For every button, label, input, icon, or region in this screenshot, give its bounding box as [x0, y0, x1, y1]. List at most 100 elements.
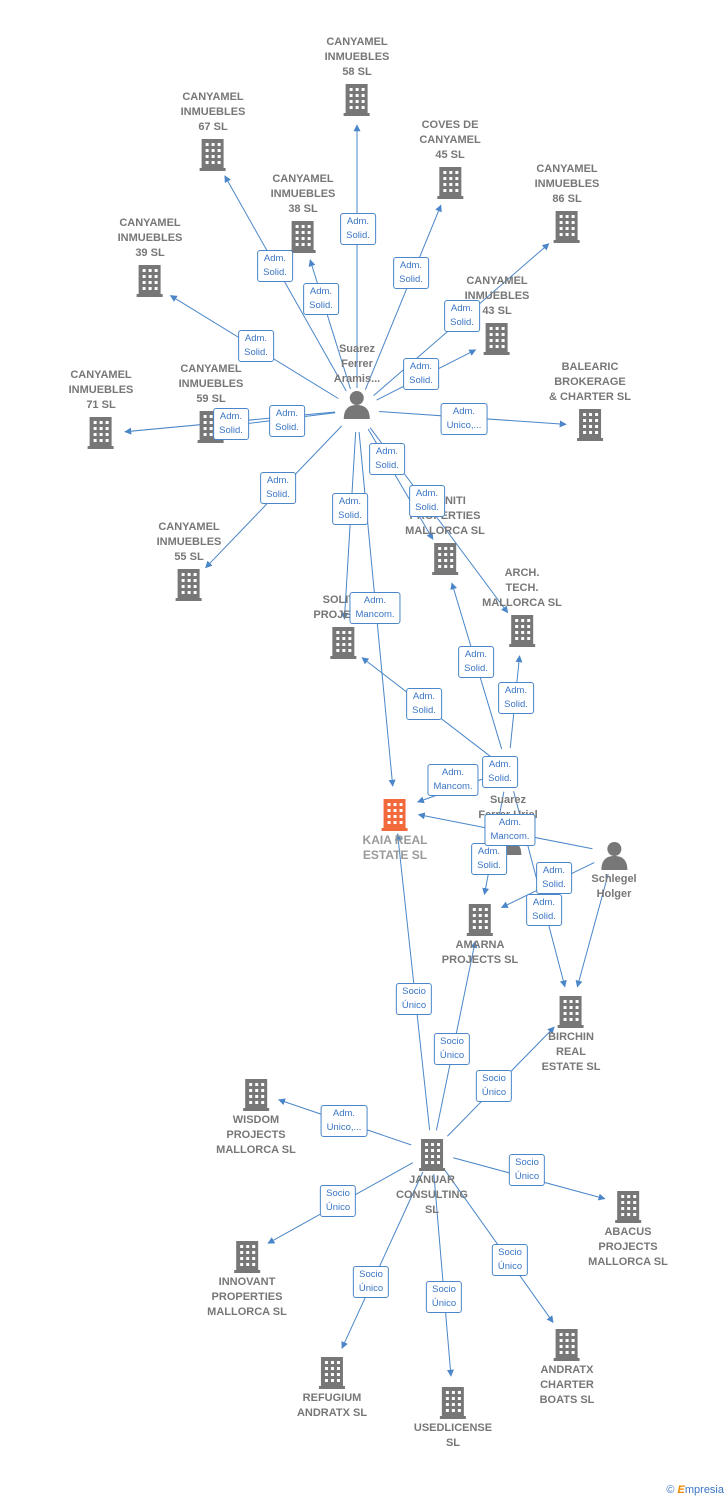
node-innovant[interactable]: INNOVANT PROPERTIES MALLORCA SL	[207, 1237, 287, 1320]
node-andratx[interactable]: ANDRATX CHARTER BOATS SL	[539, 1325, 595, 1408]
edge-label[interactable]: Adm. Solid.	[332, 493, 368, 525]
building-icon	[200, 139, 226, 171]
edge-label[interactable]: Adm. Solid.	[260, 472, 296, 504]
node-suarez_a[interactable]: Suarez Ferrer Aramis...	[334, 342, 380, 421]
node-label: COVES DE CANYAMEL 45 SL	[419, 119, 481, 161]
edge-label[interactable]: Adm. Solid.	[498, 682, 534, 714]
node-amarna[interactable]: AMARNA PROJECTS SL	[442, 900, 518, 968]
edge-label[interactable]: Adm. Solid.	[409, 485, 445, 517]
node-label: CANYAMEL INMUEBLES 55 SL	[156, 521, 222, 563]
building-icon	[467, 904, 493, 936]
edge-label[interactable]: Adm. Solid.	[526, 894, 562, 926]
node-refugium[interactable]: REFUGIUM ANDRATX SL	[297, 1353, 367, 1421]
footer-brand: © Empresia	[666, 1484, 724, 1496]
edge-label[interactable]: Adm. Mancom.	[349, 592, 401, 624]
node-c67[interactable]: CANYAMEL INMUEBLES 67 SL	[180, 90, 246, 173]
edge-label[interactable]: Adm. Solid.	[482, 756, 518, 788]
edge-label[interactable]: Socio Único	[319, 1185, 357, 1217]
node-abacus[interactable]: ABACUS PROJECTS MALLORCA SL	[588, 1187, 668, 1270]
building-icon	[576, 409, 603, 441]
node-kaia[interactable]: KAIA REAL ESTATE SL	[362, 795, 428, 863]
edge-label[interactable]: Adm. Solid.	[536, 862, 572, 894]
node-wisdom[interactable]: WISDOM PROJECTS MALLORCA SL	[216, 1075, 296, 1158]
building-icon	[318, 1357, 345, 1389]
node-label: Schlegel Holger	[591, 873, 637, 900]
building-icon	[233, 1241, 260, 1273]
node-label: JANUAR CONSULTING SL	[396, 1174, 468, 1216]
edge-label[interactable]: Socio Único	[508, 1154, 546, 1186]
edge-label[interactable]: Adm. Unico,...	[320, 1105, 368, 1137]
node-label: REFUGIUM ANDRATX SL	[296, 1392, 368, 1419]
edge-suarez_a-solito	[341, 431, 357, 620]
building-icon	[553, 1329, 580, 1361]
building-icon	[508, 615, 535, 647]
building-icon	[329, 627, 356, 659]
building-icon	[419, 1139, 445, 1171]
node-label: BIRCHIN REAL ESTATE SL	[541, 1031, 601, 1073]
edge-label[interactable]: Adm. Solid.	[444, 300, 480, 332]
edge-label[interactable]: Adm. Solid.	[393, 257, 429, 289]
edge-label[interactable]: Socio Único	[491, 1244, 529, 1276]
edge-label[interactable]: Adm. Solid.	[238, 330, 274, 362]
edge-januar-usedlicense	[433, 1173, 454, 1377]
building-icon	[436, 167, 463, 199]
edge-januar-refugium	[341, 1171, 424, 1349]
edge-label[interactable]: Adm. Solid.	[406, 688, 442, 720]
edge-suarez_a-coves	[364, 204, 442, 390]
edge-label[interactable]: Socio Único	[395, 983, 433, 1015]
edge-label[interactable]: Adm. Solid.	[369, 443, 405, 475]
edge-label[interactable]: Socio Único	[425, 1281, 463, 1313]
node-label: ANDRATX CHARTER BOATS SL	[539, 1364, 595, 1406]
edge-label[interactable]: Socio Único	[433, 1033, 471, 1065]
edge-label[interactable]: Adm. Solid.	[471, 843, 507, 875]
building-icon	[290, 221, 316, 253]
brand-name: mpresia	[684, 1484, 724, 1496]
edge-label[interactable]: Adm. Mancom.	[427, 764, 479, 796]
person-icon	[344, 391, 370, 419]
node-c86[interactable]: CANYAMEL INMUEBLES 86 SL	[535, 162, 599, 245]
node-balearic[interactable]: BALEARIC BROKERAGE & CHARTER SL	[549, 360, 631, 443]
node-label: AMARNA PROJECTS SL	[441, 939, 519, 966]
edge-label[interactable]: Adm. Solid.	[340, 213, 376, 245]
edge-januar-kaia	[394, 833, 431, 1131]
node-birchin[interactable]: BIRCHIN REAL ESTATE SL	[541, 992, 601, 1075]
building-icon	[440, 1387, 466, 1419]
edge-label[interactable]: Adm. Unico,...	[440, 403, 488, 435]
edge-label[interactable]: Adm. Solid.	[257, 250, 293, 282]
node-c38[interactable]: CANYAMEL INMUEBLES 38 SL	[270, 172, 336, 255]
edge-label[interactable]: Adm. Mancom.	[484, 814, 536, 846]
node-c58[interactable]: CANYAMEL INMUEBLES 58 SL	[325, 35, 389, 118]
building-icon	[137, 265, 163, 297]
node-c43[interactable]: CANYAMEL INMUEBLES 43 SL	[465, 274, 529, 357]
node-usedlicense[interactable]: USEDLICENSE SL	[414, 1383, 492, 1451]
node-c71[interactable]: CANYAMEL INMUEBLES 71 SL	[69, 368, 133, 451]
node-coves[interactable]: COVES DE CANYAMEL 45 SL	[419, 118, 481, 201]
node-januar[interactable]: JANUAR CONSULTING SL	[396, 1135, 468, 1218]
building-icon	[381, 799, 408, 831]
node-label: INNOVANT PROPERTIES MALLORCA SL	[207, 1276, 287, 1318]
node-label: CANYAMEL INMUEBLES 38 SL	[270, 173, 336, 215]
node-label: KAIA REAL ESTATE SL	[362, 833, 428, 862]
edge-label[interactable]: Adm. Solid.	[269, 405, 305, 437]
copyright-symbol: ©	[666, 1484, 675, 1496]
edge-suarez_a-c38	[308, 259, 351, 390]
edge-label[interactable]: Adm. Solid.	[213, 408, 249, 440]
node-arch[interactable]: ARCH. TECH. MALLORCA SL	[482, 566, 562, 649]
edge-suarez_a-c67	[224, 175, 347, 392]
edge-label[interactable]: Socio Único	[475, 1070, 513, 1102]
building-icon	[558, 996, 584, 1028]
building-icon	[554, 211, 580, 243]
building-icon	[176, 569, 202, 601]
node-label: ARCH. TECH. MALLORCA SL	[482, 567, 562, 609]
node-c55[interactable]: CANYAMEL INMUEBLES 55 SL	[156, 520, 222, 603]
building-icon	[431, 543, 458, 575]
node-label: CANYAMEL INMUEBLES 67 SL	[180, 91, 246, 133]
person-icon	[601, 842, 627, 870]
edge-label[interactable]: Adm. Solid.	[303, 283, 339, 315]
edge-label[interactable]: Adm. Solid.	[403, 358, 439, 390]
node-label: Suarez Ferrer Aramis...	[333, 343, 381, 385]
node-schlegel[interactable]: Schlegel Holger	[591, 838, 637, 902]
edge-label[interactable]: Socio Único	[352, 1266, 390, 1298]
node-c39[interactable]: CANYAMEL INMUEBLES 39 SL	[118, 216, 182, 299]
edge-label[interactable]: Adm. Solid.	[458, 646, 494, 678]
